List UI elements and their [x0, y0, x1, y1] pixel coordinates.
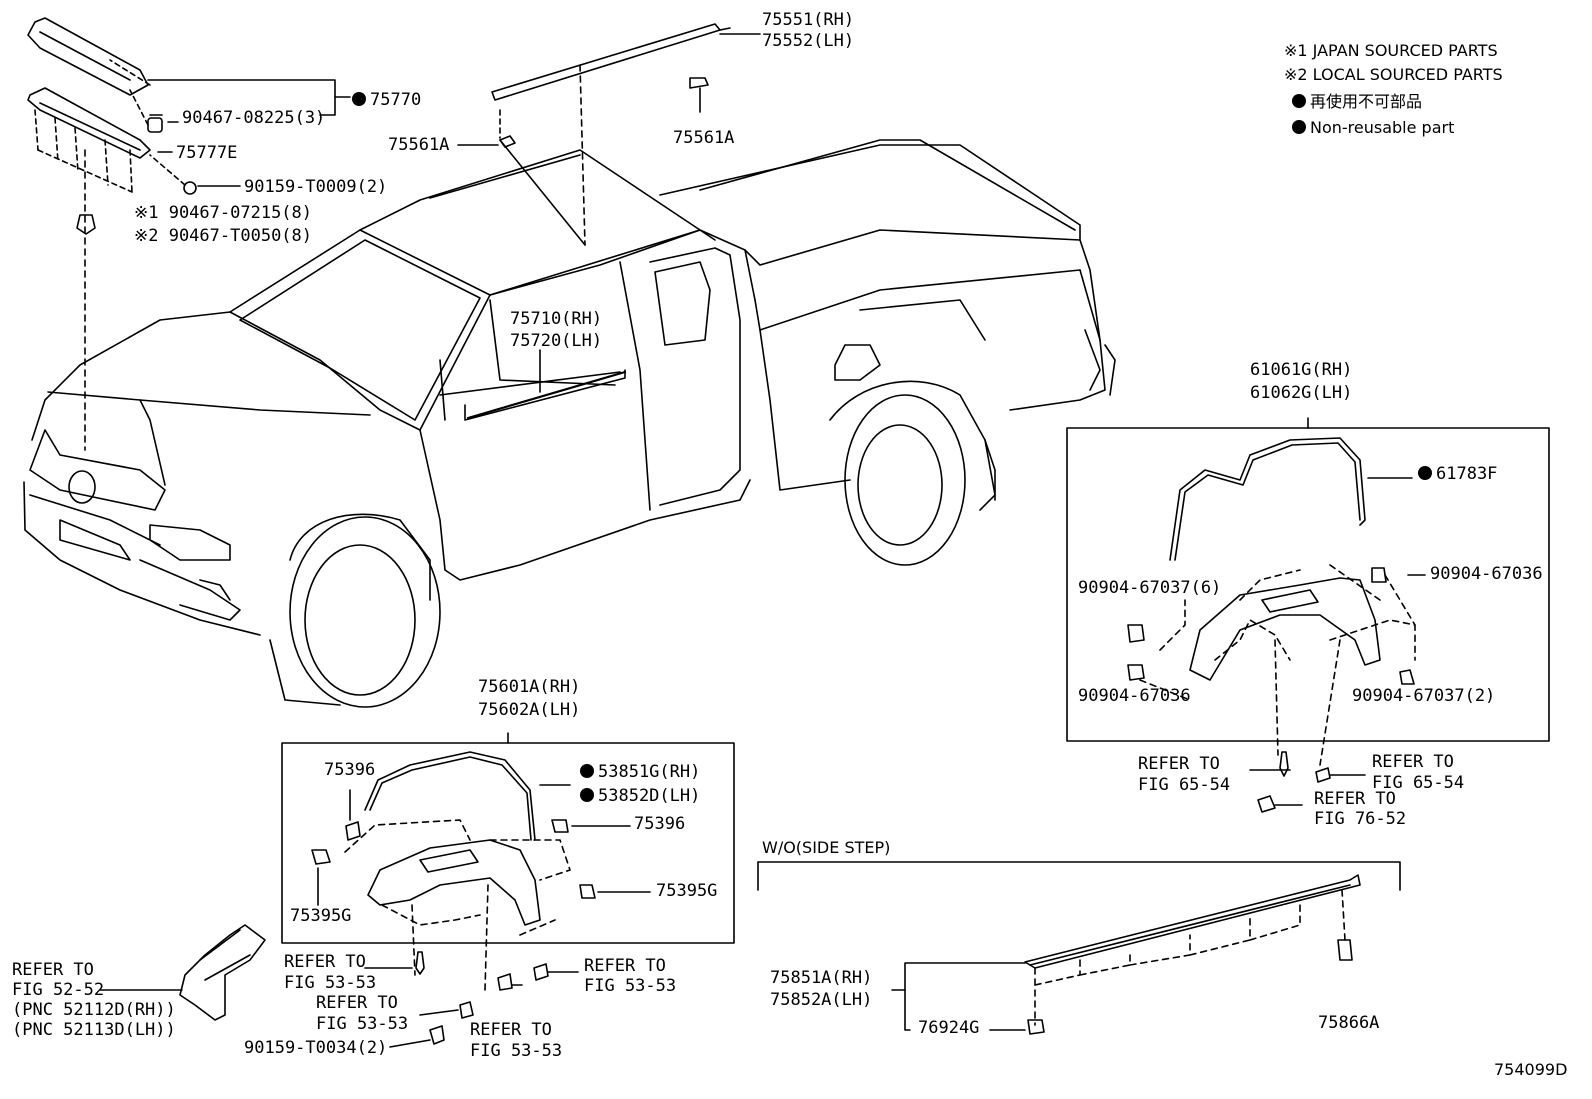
callout-75561a-right[interactable]: 75561A — [673, 128, 735, 148]
nonreusable-dot-icon — [1292, 94, 1306, 108]
refer-fig-53-53-b-line2[interactable]: FIG 53-53 — [584, 976, 677, 996]
callout-75395g-right[interactable]: 75395G — [656, 881, 718, 901]
refer-fig-65-54-a-line2[interactable]: FIG 65-54 — [1138, 775, 1231, 795]
refer-fig-53-53-a-line1[interactable]: REFER TO — [284, 952, 366, 972]
nonreusable-dot-icon — [352, 92, 366, 106]
front-flare-box — [281, 732, 735, 1048]
callout-61061g[interactable]: 61061G(RH) — [1250, 360, 1353, 380]
legend-nonreusable-en: Non-reusable part — [1292, 120, 1454, 136]
callout-75552[interactable]: 75552(LH) — [762, 31, 855, 51]
refer-fig-52-52-line1[interactable]: REFER TO — [12, 960, 94, 980]
callout-75551[interactable]: 75551(RH) — [762, 10, 855, 30]
mudguard-shape — [99, 924, 266, 1021]
callout-75852a[interactable]: 75852A(LH) — [770, 990, 873, 1010]
rear-flare-box — [1066, 417, 1550, 813]
callout-76924g[interactable]: 76924G — [918, 1018, 980, 1038]
refer-fig-52-52-pnc-lh[interactable]: (PNC 52113D(LH)) — [12, 1020, 176, 1040]
callout-90467-t0050[interactable]: ※2 90467-T0050(8) — [134, 226, 313, 246]
refer-fig-65-54-b-line2[interactable]: FIG 65-54 — [1372, 773, 1465, 793]
callout-53851g-text: 53851G(RH) — [598, 762, 701, 782]
callout-75710[interactable]: 75710(RH) — [510, 309, 603, 329]
figure-number: 754099D — [1494, 1060, 1568, 1079]
callout-90467-07215[interactable]: ※1 90467-07215(8) — [134, 203, 313, 223]
refer-fig-65-54-b-line1[interactable]: REFER TO — [1372, 752, 1454, 772]
callout-53852d[interactable]: 53852D(LH) — [580, 788, 700, 805]
callout-90904-67037-6[interactable]: 90904-67037(6) — [1078, 578, 1222, 598]
nonreusable-dot-icon — [1418, 466, 1432, 480]
refer-fig-53-53-d-line2[interactable]: FIG 53-53 — [470, 1041, 563, 1061]
callout-75396-right[interactable]: 75396 — [634, 814, 686, 834]
callout-75602a[interactable]: 75602A(LH) — [478, 700, 581, 720]
refer-fig-76-52-line1[interactable]: REFER TO — [1314, 789, 1396, 809]
callout-75866a[interactable]: 75866A — [1318, 1013, 1380, 1033]
callout-75720[interactable]: 75720(LH) — [510, 331, 603, 351]
callout-90904-67036-top[interactable]: 90904-67036 — [1430, 564, 1543, 584]
callout-90467-08225[interactable]: 90467-08225(3) — [182, 108, 326, 128]
callout-75396-left[interactable]: 75396 — [324, 760, 376, 780]
callout-53851g[interactable]: 53851G(RH) — [580, 764, 700, 781]
legend-nonreusable-jp: 再使用不可部品 — [1292, 94, 1422, 110]
callout-75777e[interactable]: 75777E — [176, 143, 238, 163]
refer-fig-53-53-a-line2[interactable]: FIG 53-53 — [284, 973, 377, 993]
roof-molding-group — [457, 23, 761, 246]
refer-fig-53-53-d-line1[interactable]: REFER TO — [470, 1020, 552, 1040]
nonreusable-dot-icon — [580, 764, 594, 778]
callout-61783f[interactable]: 61783F — [1418, 466, 1497, 483]
hood-molding-group — [27, 17, 351, 451]
callout-75601a[interactable]: 75601A(RH) — [478, 677, 581, 697]
refer-fig-52-52-line2[interactable]: FIG 52-52 — [12, 980, 105, 1000]
belt-molding-leader — [466, 349, 627, 420]
callout-90904-67036-bottom[interactable]: 90904-67036 — [1078, 686, 1191, 706]
callout-75770-text: 75770 — [370, 90, 422, 110]
rocker-molding-group — [757, 861, 1401, 1035]
callout-75395g-left[interactable]: 75395G — [290, 906, 352, 926]
truck-outline — [23, 139, 1116, 708]
callout-75770[interactable]: 75770 — [352, 92, 421, 109]
callout-90159-t0009[interactable]: 90159-T0009(2) — [244, 177, 388, 197]
callout-61783f-text: 61783F — [1436, 464, 1498, 484]
legend-local-sourced: ※2 LOCAL SOURCED PARTS — [1284, 65, 1503, 84]
refer-fig-53-53-c-line1[interactable]: REFER TO — [316, 993, 398, 1013]
refer-fig-76-52-line2[interactable]: FIG 76-52 — [1314, 809, 1407, 829]
refer-fig-53-53-b-line1[interactable]: REFER TO — [584, 956, 666, 976]
refer-fig-65-54-a-line1[interactable]: REFER TO — [1138, 754, 1220, 774]
legend-japan-sourced: ※1 JAPAN SOURCED PARTS — [1284, 41, 1498, 60]
callout-75561a-left[interactable]: 75561A — [388, 135, 450, 155]
nonreusable-dot-icon — [1292, 120, 1306, 134]
callout-53852d-text: 53852D(LH) — [598, 786, 701, 806]
nonreusable-dot-icon — [580, 788, 594, 802]
refer-fig-52-52-pnc-rh[interactable]: (PNC 52112D(RH)) — [12, 1000, 176, 1020]
legend-nonreusable-en-text: Non-reusable part — [1310, 118, 1455, 137]
side-step-note: W/O(SIDE STEP) — [762, 838, 891, 857]
refer-fig-53-53-c-line2[interactable]: FIG 53-53 — [316, 1014, 409, 1034]
callout-61062g[interactable]: 61062G(LH) — [1250, 383, 1353, 403]
callout-90159-t0034[interactable]: 90159-T0034(2) — [244, 1038, 388, 1058]
callout-75851a[interactable]: 75851A(RH) — [770, 968, 873, 988]
callout-90904-67037-2[interactable]: 90904-67037(2) — [1352, 686, 1496, 706]
legend-nonreusable-jp-text: 再使用不可部品 — [1310, 92, 1423, 111]
